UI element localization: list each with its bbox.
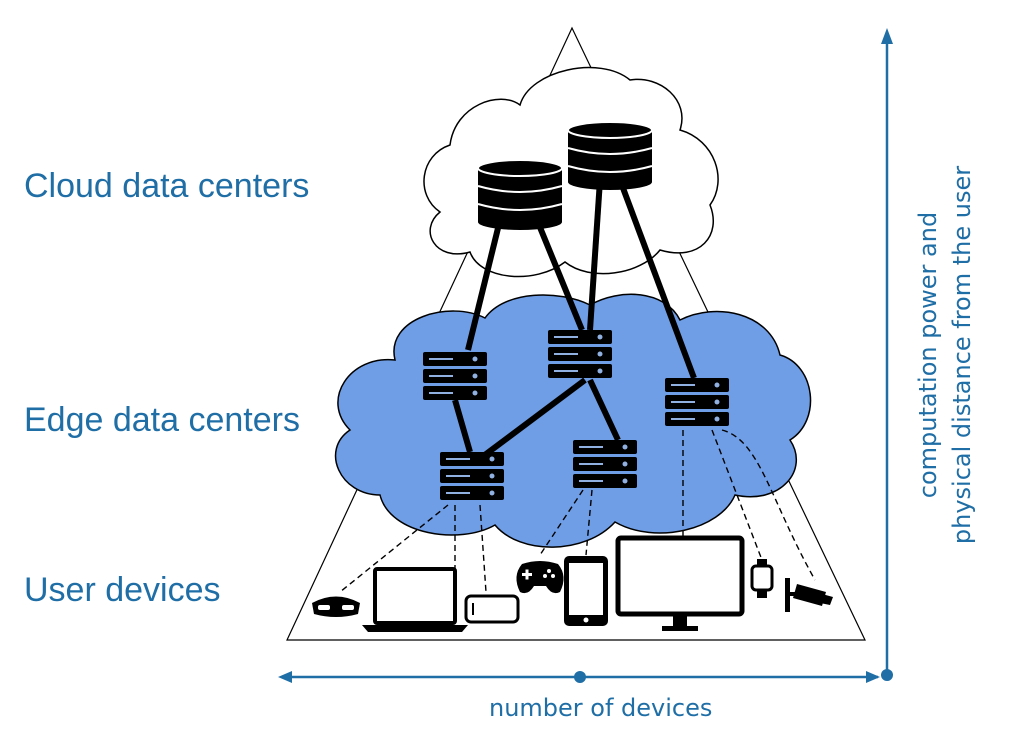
backbone-links xyxy=(452,178,697,463)
edge-layer-label: Edge data centers xyxy=(24,401,300,439)
tablet-icon xyxy=(564,556,608,626)
horizontal-axis xyxy=(278,671,880,683)
laptop-icon xyxy=(362,567,468,632)
cloud-layer-label: Cloud data centers xyxy=(24,167,310,205)
edge-server-5 xyxy=(572,439,638,489)
smartphone-icon xyxy=(464,594,520,624)
user-devices-label: User devices xyxy=(24,571,221,609)
edge-server-3 xyxy=(664,377,730,427)
edge-server-2 xyxy=(547,329,613,379)
vertical-axis xyxy=(881,28,893,681)
edge-server-4 xyxy=(439,451,505,501)
vr-headset-icon xyxy=(312,596,360,617)
vertical-axis-label-line2: physical distance from the user xyxy=(948,165,976,545)
vertical-axis-label-line1: computation power and xyxy=(914,211,942,499)
gamepad-icon xyxy=(516,561,564,594)
cloud-database-1 xyxy=(477,159,563,230)
horizontal-axis-label: number of devices xyxy=(489,694,713,722)
security-camera-icon xyxy=(785,578,833,612)
edge-server-1 xyxy=(422,351,488,401)
cloud-database-2 xyxy=(567,121,653,190)
monitor-icon xyxy=(615,535,745,631)
device-links xyxy=(339,429,816,593)
smartwatch-icon xyxy=(750,559,774,598)
